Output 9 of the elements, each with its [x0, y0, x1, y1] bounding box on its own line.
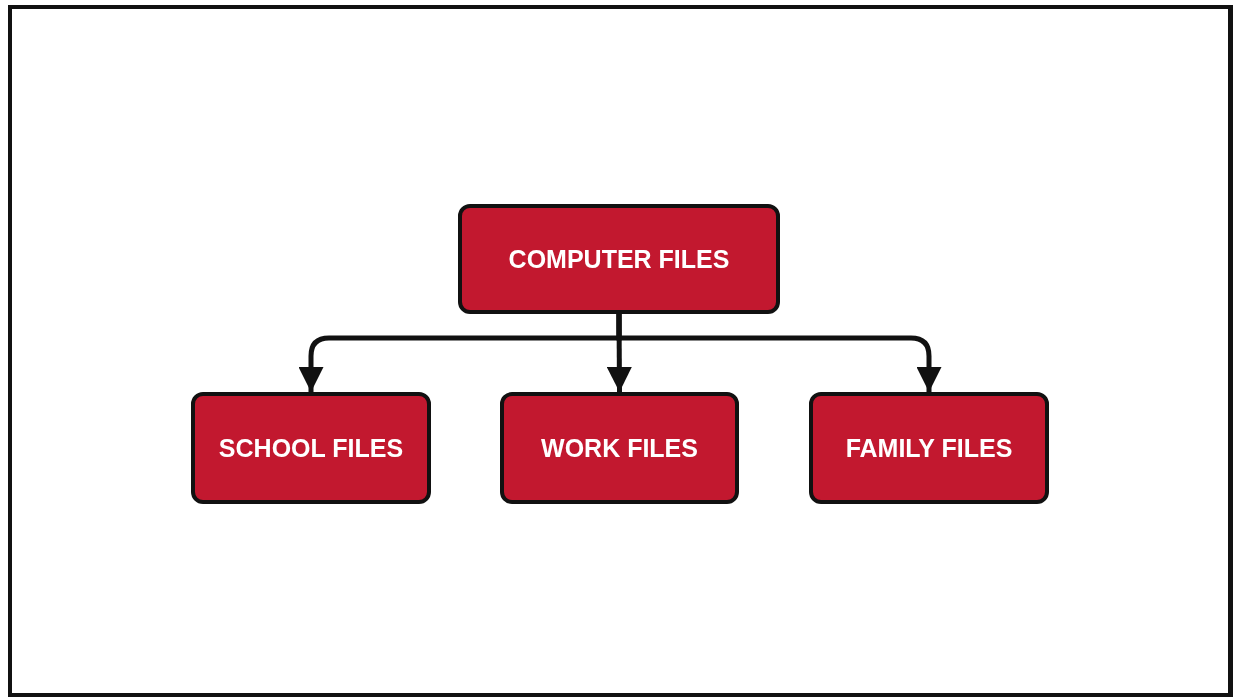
- box-label: SCHOOL FILES: [218, 433, 404, 463]
- process-box: [809, 392, 1049, 504]
- box-label: FAMILY FILES: [845, 433, 1013, 463]
- box-label: WORK FILES: [541, 433, 698, 463]
- arrow: [616, 314, 942, 392]
- process-box: [458, 204, 780, 314]
- box-label: COMPUTER FILES: [508, 244, 730, 274]
- process-box: [191, 392, 431, 504]
- process-box: [500, 392, 739, 504]
